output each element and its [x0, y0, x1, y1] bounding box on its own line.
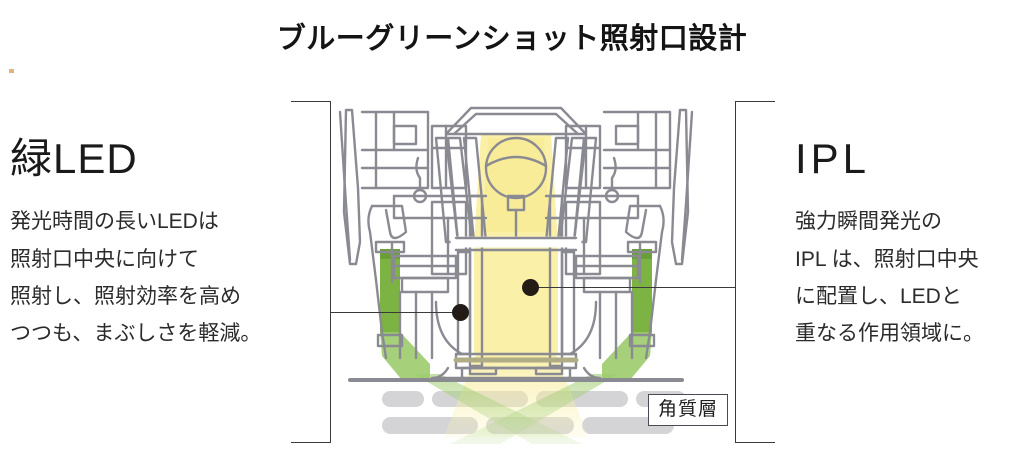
callout-dot-green-led	[452, 304, 469, 321]
panel-ipl: IPL 強力瞬間発光の IPL は、照射口中央 に配置し、LEDと 重なる作用領…	[795, 136, 1024, 353]
panel-green-led: 緑LED 発光時間の長いLEDは 照射口中央に向けて 照射し、照射効率を高め つ…	[10, 136, 310, 353]
ipl-body-line-1: 強力瞬間発光の	[795, 210, 942, 234]
bracket-right	[735, 101, 775, 443]
bracket-right-bottom-tick	[735, 442, 775, 443]
leader-line-green-led	[331, 312, 462, 313]
green-led-beams	[380, 249, 652, 444]
green-led-body: 発光時間の長いLEDは 照射口中央に向けて 照射し、照射効率を高め つつも、まぶ…	[10, 203, 310, 353]
device-line-art	[338, 106, 694, 382]
ipl-body-line-3: に配置し、LEDと	[795, 285, 962, 309]
bracket-right-top-tick	[735, 101, 775, 102]
bracket-left-top-tick	[291, 101, 331, 102]
leader-line-ipl	[531, 287, 736, 288]
green-led-body-line-2: 照射口中央に向けて	[10, 247, 199, 271]
green-led-right	[632, 249, 652, 335]
callout-dot-ipl	[522, 279, 539, 296]
green-led-heading: 緑LED	[10, 135, 138, 182]
green-led-body-line-1: 発光時間の長いLEDは	[10, 210, 219, 234]
ipl-body-line-2: IPL は、照射口中央	[795, 247, 979, 271]
ipl-heading: IPL	[795, 135, 871, 182]
scan-artifact-speck	[9, 69, 14, 73]
stratum-corneum-label: 角質層	[648, 394, 729, 426]
bracket-left	[291, 101, 331, 443]
page-title: ブルーグリーンショット照射口設計	[276, 23, 748, 55]
ipl-body-line-4: 重なる作用領域に。	[795, 322, 984, 346]
ipl-body: 強力瞬間発光の IPL は、照射口中央 に配置し、LEDと 重なる作用領域に。	[795, 203, 1024, 353]
irradiation-window-diagram	[336, 92, 696, 458]
green-led-body-line-4: つつも、まぶしさを軽減。	[10, 322, 262, 346]
bracket-left-bottom-tick	[291, 442, 331, 443]
bracket-left-spine	[330, 101, 331, 442]
green-led-left	[380, 249, 400, 335]
green-led-body-line-3: 照射し、照射効率を高め	[10, 285, 241, 309]
bracket-right-spine	[735, 101, 736, 442]
